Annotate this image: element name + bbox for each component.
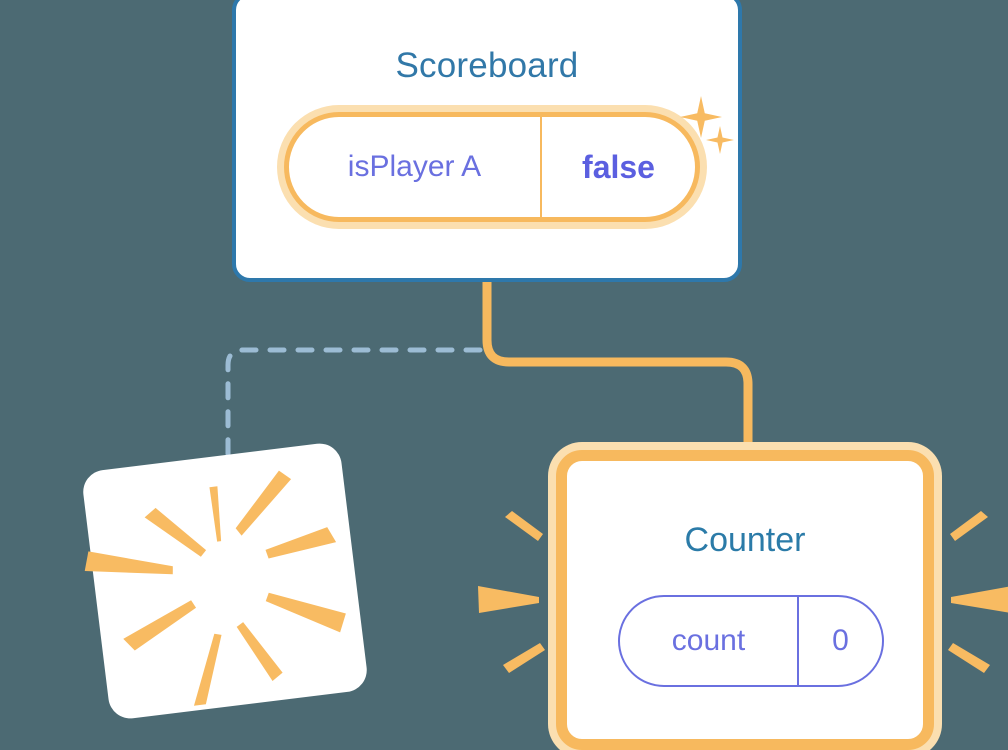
- burst-ray: [236, 622, 283, 681]
- scoreboard-card[interactable]: Scoreboard isPlayer A false: [232, 0, 742, 282]
- counter-burst-ray-left: [503, 643, 545, 673]
- counter-state-pill[interactable]: count 0: [618, 595, 884, 687]
- counter-state-key: count: [671, 624, 746, 657]
- burst-ray: [265, 527, 337, 559]
- burst-ray: [265, 592, 346, 633]
- counter-burst-ray-right: [948, 643, 990, 673]
- scoreboard-title: Scoreboard: [395, 46, 579, 85]
- counter-title: Counter: [684, 521, 806, 559]
- scoreboard-state-key: isPlayer A: [347, 150, 482, 183]
- scoreboard-state-pill[interactable]: isPlayer A false: [284, 112, 700, 222]
- counter-state-value: 0: [832, 624, 849, 657]
- burst-ray: [123, 600, 197, 651]
- scoreboard-pill-divider: [540, 117, 542, 217]
- burst-ray: [193, 633, 222, 706]
- counter-burst-ray-left: [505, 511, 543, 541]
- counter-burst-ray-left: [478, 586, 539, 613]
- counter-pill-divider: [797, 597, 799, 685]
- flash-card-burst-rays: [84, 470, 346, 706]
- burst-ray: [144, 507, 207, 557]
- burst-ray: [235, 470, 292, 536]
- flash-card: [80, 441, 370, 721]
- burst-ray: [209, 486, 222, 542]
- burst-ray: [84, 551, 173, 575]
- orange-connector-path: [482, 276, 753, 467]
- scoreboard-state-value: false: [582, 148, 655, 185]
- counter-card[interactable]: Counter count 0: [556, 450, 934, 750]
- counter-burst-ray-right: [950, 511, 988, 541]
- counter-burst-ray-right: [951, 586, 1008, 613]
- dashed-connector-path: [225, 347, 483, 465]
